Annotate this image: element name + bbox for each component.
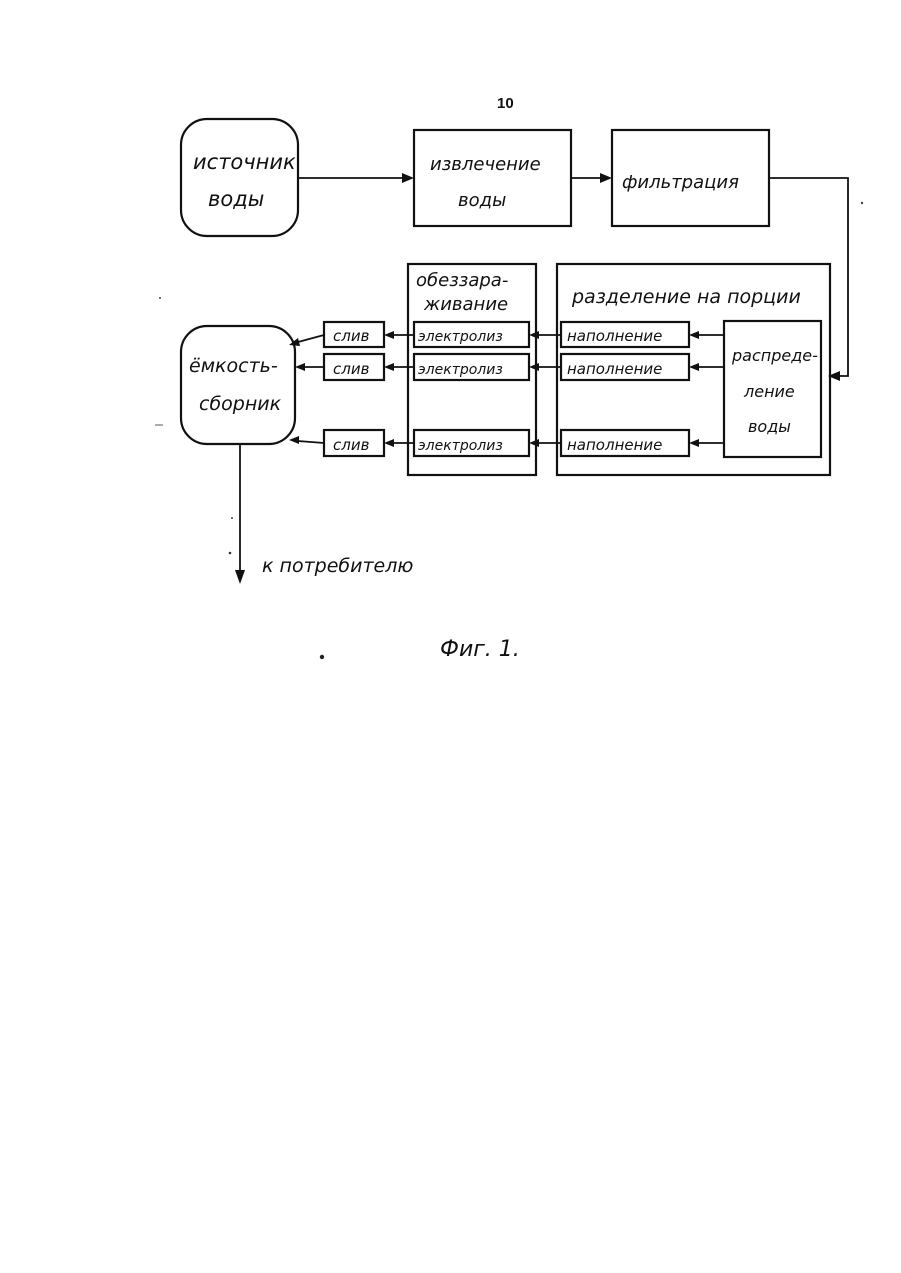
scan-speck bbox=[159, 297, 161, 299]
arrow-drain-to-collector-1 bbox=[298, 335, 324, 342]
arrowhead bbox=[689, 439, 699, 447]
extraction-label-line2: воды bbox=[458, 190, 506, 211]
collector-block bbox=[181, 326, 295, 444]
arrowhead bbox=[689, 363, 699, 371]
filtration-label: фильтрация bbox=[622, 172, 739, 193]
electrolysis-label-3: электролиз bbox=[418, 438, 503, 454]
disinfection-label-line1: обеззара- bbox=[416, 270, 508, 291]
fill-label-3: наполнение bbox=[567, 436, 662, 454]
distribution-label-line1: распреде- bbox=[731, 346, 818, 365]
arrowhead bbox=[289, 436, 299, 444]
source-block bbox=[181, 119, 298, 236]
scan-speck bbox=[861, 202, 863, 204]
extraction-label-line1: извлечение bbox=[430, 154, 541, 175]
arrowhead bbox=[402, 173, 414, 183]
arrowhead bbox=[384, 331, 394, 339]
extraction-block bbox=[414, 130, 571, 226]
collector-label-line2: сборник bbox=[199, 393, 282, 415]
arrowhead bbox=[235, 570, 245, 584]
arrowhead bbox=[529, 363, 539, 371]
arrowhead bbox=[384, 363, 394, 371]
scan-speck bbox=[320, 655, 324, 659]
fill-label-1: наполнение bbox=[567, 327, 662, 345]
arrow-drain-to-collector-3 bbox=[298, 441, 324, 443]
drain-label-3: слив bbox=[333, 436, 370, 454]
distribution-label-line2: ление bbox=[743, 382, 795, 401]
electrolysis-label-1: электролиз bbox=[418, 329, 503, 345]
drain-label-2: слив bbox=[333, 360, 370, 378]
arrowhead bbox=[384, 439, 394, 447]
arrowhead bbox=[529, 439, 539, 447]
arrowhead bbox=[529, 331, 539, 339]
electrolysis-label-2: электролиз bbox=[418, 362, 503, 378]
collector-label-line1: ёмкость- bbox=[189, 355, 278, 377]
source-label-line1: источник bbox=[193, 150, 296, 174]
output-label: к потребителю bbox=[262, 555, 413, 577]
scan-speck bbox=[231, 517, 233, 519]
scan-speck bbox=[229, 552, 232, 555]
fill-label-2: наполнение bbox=[567, 360, 662, 378]
arrowhead bbox=[689, 331, 699, 339]
figure-caption: Фиг. 1. bbox=[440, 637, 520, 662]
portioning-label: разделение на порции bbox=[571, 286, 801, 308]
page-number: 10 bbox=[497, 95, 514, 112]
source-label-line2: воды bbox=[208, 187, 264, 211]
arrowhead bbox=[600, 173, 612, 183]
drain-label-1: слив bbox=[333, 327, 370, 345]
arrowhead bbox=[295, 363, 305, 371]
distribution-label-line3: воды bbox=[748, 417, 791, 436]
disinfection-label-line2: живание bbox=[423, 294, 508, 315]
